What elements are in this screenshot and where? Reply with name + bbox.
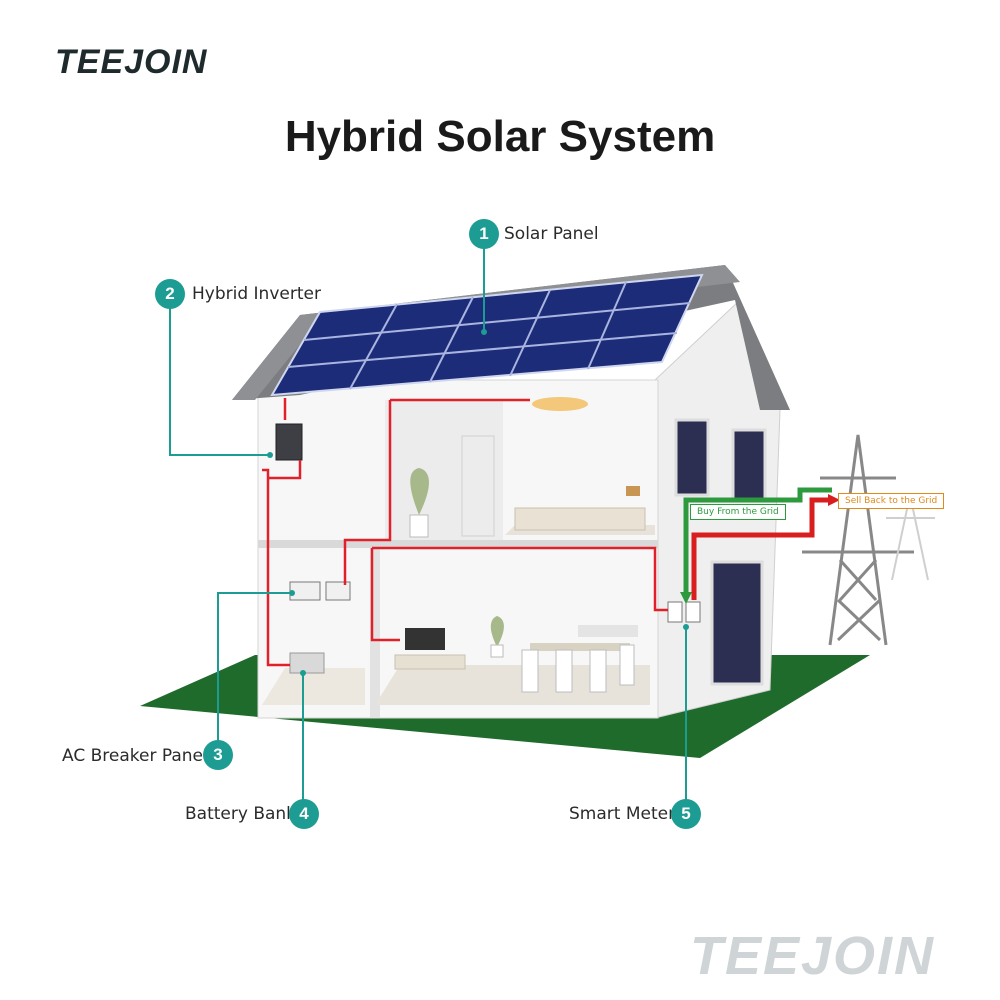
side-window-right xyxy=(731,428,767,502)
side-door xyxy=(710,560,764,686)
battery-bank xyxy=(289,652,325,674)
plant-pot-upper xyxy=(409,514,429,538)
ceiling-lamp xyxy=(532,397,588,411)
living-floor xyxy=(375,665,650,705)
buy-arrow xyxy=(683,487,832,595)
callout-label-hybrid-inverter: Hybrid Inverter xyxy=(192,284,321,304)
brand-logo: TEEJOIN xyxy=(55,43,208,81)
left-floor xyxy=(262,668,365,705)
callout-label-battery-bank: Battery Bank xyxy=(185,804,297,824)
smart-meter xyxy=(667,601,683,623)
callout-badge-2: 2 xyxy=(155,279,185,309)
tv xyxy=(405,628,445,650)
upper-floor xyxy=(258,540,658,548)
kitchen-counter xyxy=(578,625,638,637)
callout-badge-1: 1 xyxy=(469,219,499,249)
sell-arrow xyxy=(691,497,830,600)
sell-back-to-grid-label: Sell Back to the Grid xyxy=(838,493,945,509)
callout-badge-5: 5 xyxy=(671,799,701,829)
watermark-logo: TEEJOIN xyxy=(690,926,936,986)
callout-label-ac-breaker-panel: AC Breaker Panel xyxy=(62,746,208,766)
dining-table xyxy=(530,643,630,651)
upper-door xyxy=(461,435,495,537)
callout-leaders xyxy=(169,248,687,816)
solar-panel-grid xyxy=(287,281,691,390)
tv-stand xyxy=(394,654,466,670)
transmission-tower xyxy=(802,434,914,646)
hybrid-inverter xyxy=(275,423,303,461)
side-window-left xyxy=(674,418,710,497)
callout-badge-3: 3 xyxy=(203,740,233,770)
page-title: Hybrid Solar System xyxy=(284,112,716,161)
ac-breaker-panel xyxy=(289,581,321,601)
wall-divider-lower xyxy=(370,548,380,718)
power-wiring xyxy=(262,398,668,667)
callout-badge-4: 4 xyxy=(289,799,319,829)
callout-label-smart-meter: Smart Meter xyxy=(569,804,676,824)
callout-label-solar-panel: Solar Panel xyxy=(504,224,599,244)
buy-from-grid-label: Buy From the Grid xyxy=(690,504,786,520)
bed xyxy=(514,507,646,531)
